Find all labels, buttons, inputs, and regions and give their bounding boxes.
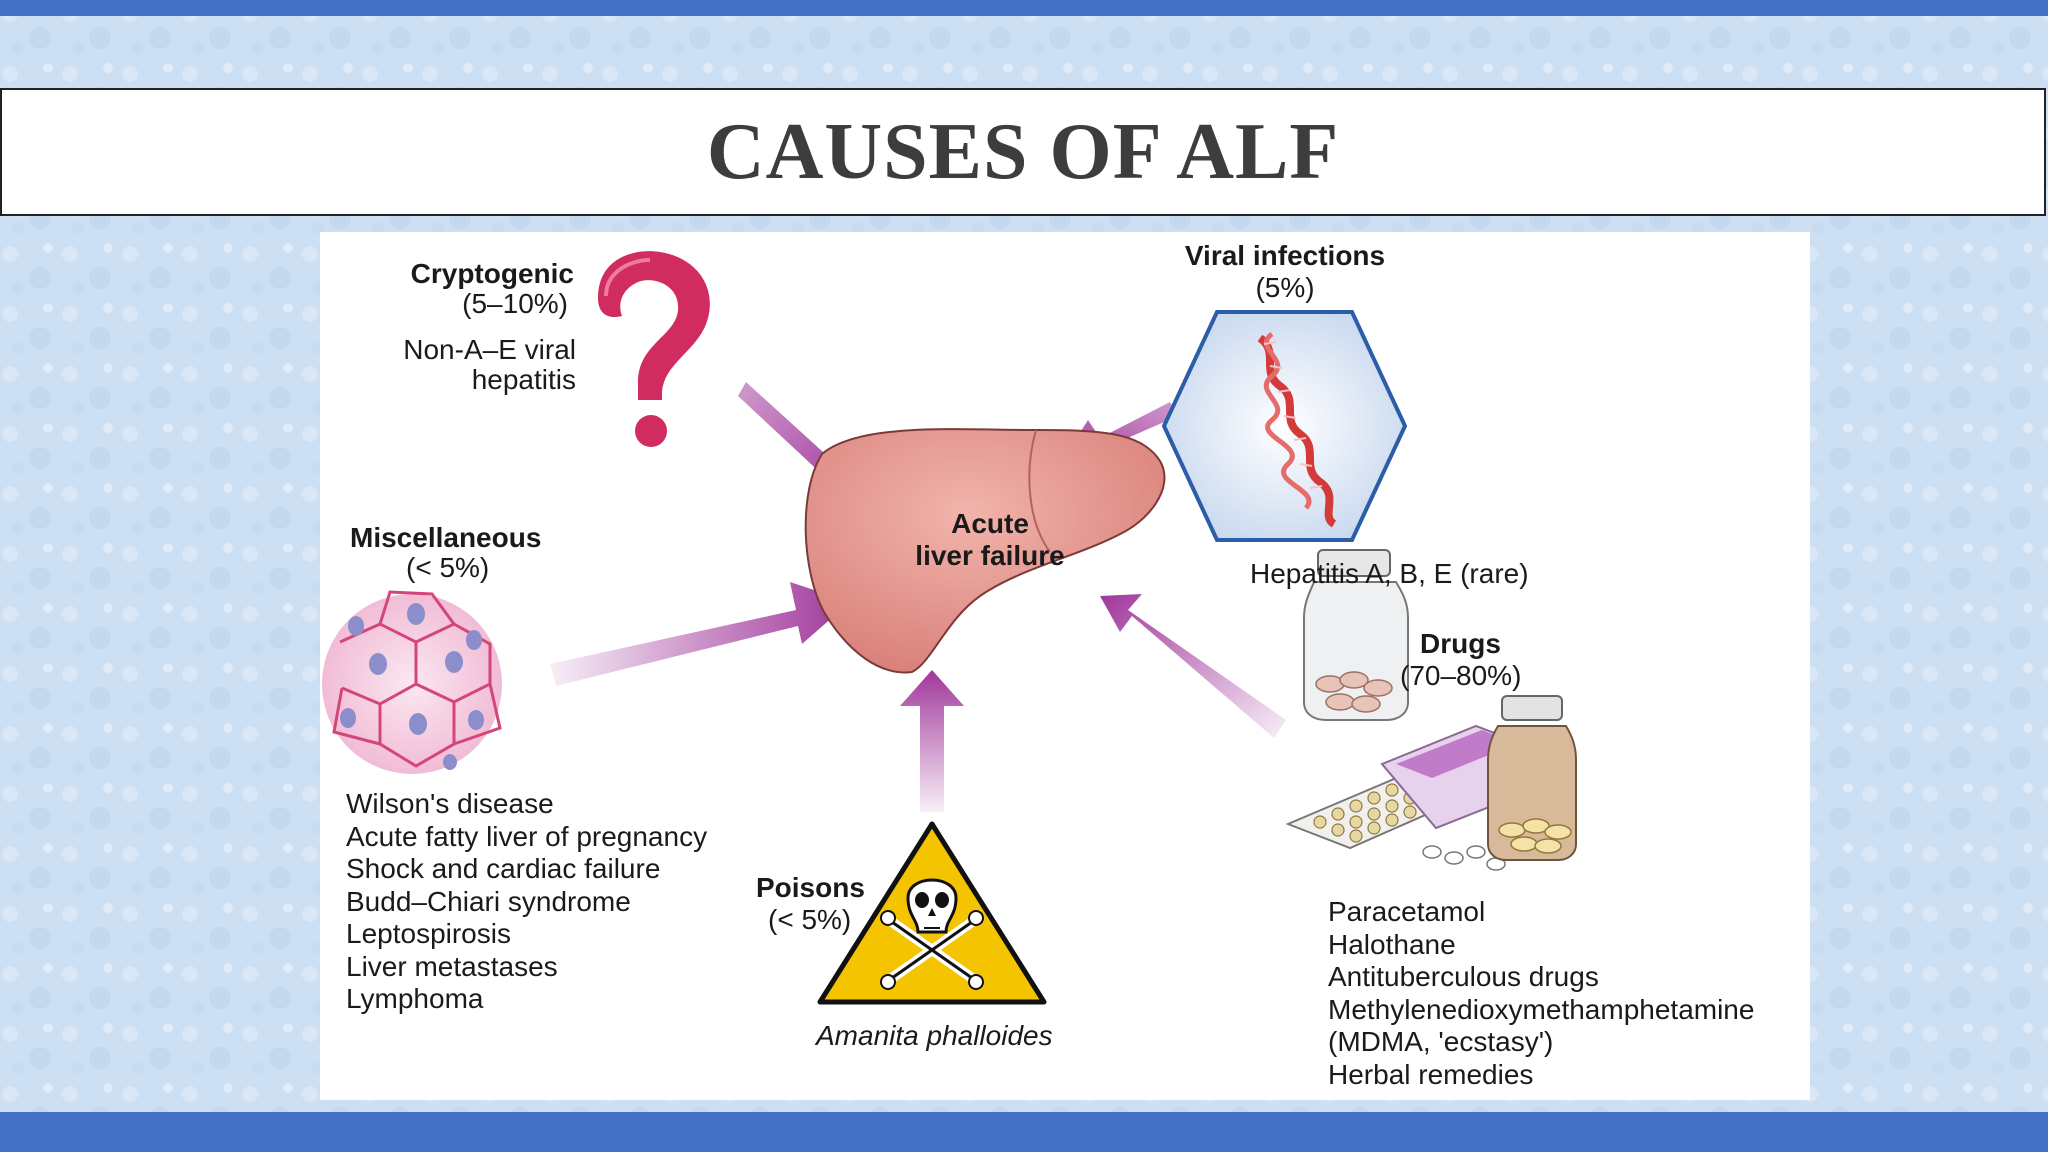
- poisons-name: Poisons: [756, 872, 865, 903]
- poisons-percent: (< 5%): [768, 904, 852, 935]
- pill-bottles-icon: [1285, 549, 1577, 871]
- title-box: CAUSES OF ALF: [0, 88, 2046, 216]
- list-item: Methylenedioxymethamphetamine: [1328, 993, 1755, 1025]
- liver-cells-icon: [322, 590, 502, 774]
- misc-name: Miscellaneous: [350, 522, 542, 553]
- cryptogenic-name: Cryptogenic: [410, 258, 574, 289]
- list-item: Budd–Chiari syndrome: [346, 885, 631, 917]
- viral-name: Viral infections: [1184, 240, 1386, 271]
- top-accent-band: [0, 0, 2048, 16]
- virus-dna-icon: [1161, 310, 1408, 542]
- skull-warning-icon: [817, 821, 1047, 1005]
- arrow-from-drugs: [1100, 594, 1286, 738]
- list-item: Shock and cardiac failure: [346, 853, 661, 884]
- list-item: (MDMA, 'ecstasy'): [1328, 1026, 1554, 1057]
- center-label-line2: liver failure: [915, 540, 1065, 571]
- center-label-line1: Acute: [951, 508, 1029, 539]
- list-item: Halothane: [1328, 928, 1456, 960]
- cryptogenic-percent: (5–10%): [462, 288, 568, 319]
- list-item: Antituberculous drugs: [1328, 961, 1599, 992]
- list-item: Liver metastases: [346, 950, 558, 982]
- misc-list: Wilson's disease Acute fatty liver of pr…: [346, 788, 707, 1016]
- list-item: Herbal remedies: [1328, 1058, 1534, 1090]
- drugs-list: Paracetamol Halothane Antituberculous dr…: [1328, 896, 1754, 1091]
- drugs-name: Drugs: [1420, 628, 1501, 659]
- cryptogenic-detail-line1: Non-A–E viral: [403, 334, 576, 365]
- list-item: Paracetamol: [1328, 896, 1486, 927]
- drugs-percent: (70–80%): [1400, 660, 1522, 691]
- bottom-accent-band: [0, 1112, 2048, 1152]
- question-mark-icon: [598, 251, 710, 447]
- center-label: Acute liver failure: [850, 508, 1130, 572]
- viral-percent: (5%): [1255, 272, 1315, 303]
- list-item: Lymphoma: [346, 983, 484, 1014]
- list-item: Acute fatty liver of pregnancy: [346, 820, 708, 852]
- poisons-detail: Amanita phalloides: [816, 1020, 1053, 1051]
- cryptogenic-detail-line2: hepatitis: [471, 364, 576, 395]
- misc-percent: (< 5%): [406, 552, 490, 583]
- viral-detail: Hepatitis A, B, E (rare): [1250, 558, 1529, 589]
- diagram-artwork: [322, 251, 1577, 1005]
- arrow-from-poisons: [900, 670, 964, 812]
- slide-title: CAUSES OF ALF: [706, 107, 1340, 196]
- diagram-panel: Acute liver failure Cryptogenic (5–10%) …: [320, 232, 1810, 1100]
- list-item: Leptospirosis: [346, 918, 511, 949]
- list-item: Wilson's disease: [346, 788, 554, 819]
- arrow-from-misc: [550, 582, 850, 686]
- liver-icon: [804, 428, 1166, 674]
